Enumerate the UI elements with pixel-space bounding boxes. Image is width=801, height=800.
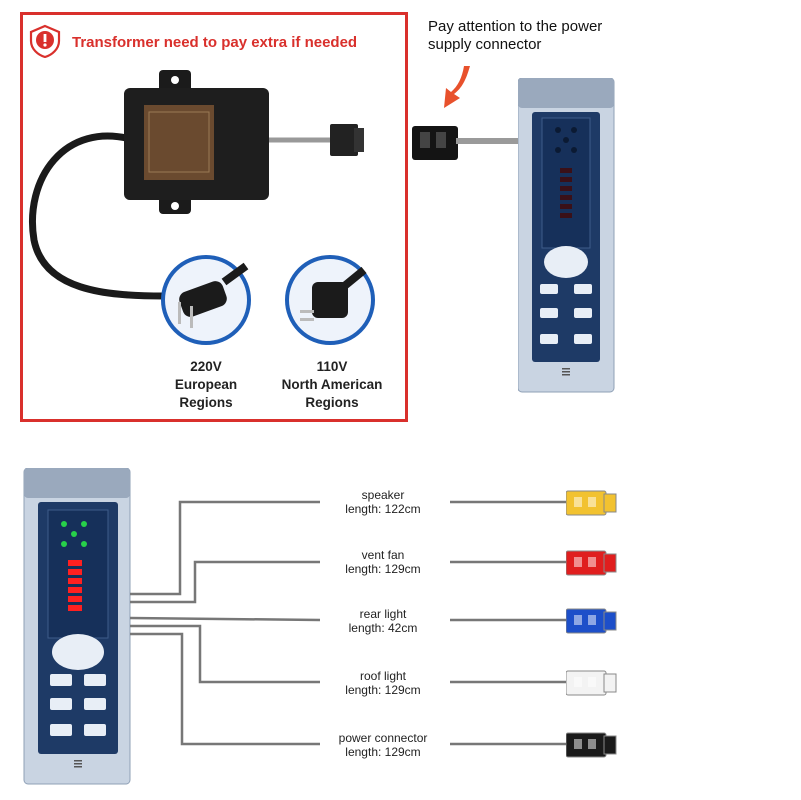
connector-power-connector bbox=[565, 730, 618, 765]
connector-vent-fan bbox=[565, 548, 618, 583]
arrow-down-icon bbox=[444, 66, 470, 108]
warning-shield-icon bbox=[29, 24, 61, 58]
transformer-warning-box bbox=[20, 12, 408, 422]
warning-title: Transformer need to pay extra if needed bbox=[72, 34, 358, 51]
eu-plug-label: 220V European Regions bbox=[174, 359, 238, 410]
power-supply-connector bbox=[412, 126, 526, 160]
connector-speaker bbox=[565, 488, 618, 523]
power-connector-note: Pay attention to the power supply connec… bbox=[428, 18, 603, 53]
transformer-illustration bbox=[29, 70, 364, 300]
eu-plug-icon bbox=[161, 255, 251, 345]
control-panel-bottom bbox=[23, 468, 131, 785]
us-plug-icon bbox=[285, 255, 375, 345]
control-panel-top bbox=[518, 78, 615, 393]
connector-roof-light bbox=[565, 668, 618, 703]
us-plug-label: 110V North American Regions bbox=[281, 359, 383, 410]
connector-rear-light bbox=[565, 606, 618, 641]
